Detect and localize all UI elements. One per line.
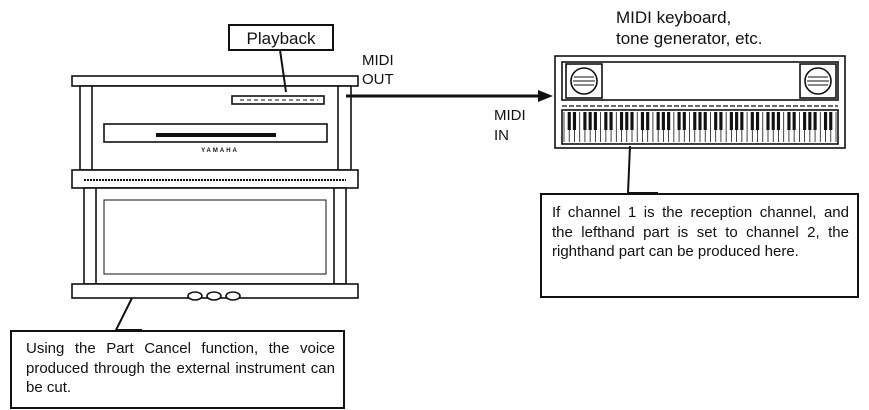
playback-pointer-line [279,49,287,93]
black-key [803,112,807,130]
channel-callout-box: If channel 1 is the reception channel, a… [540,193,859,298]
black-key [766,112,770,130]
piano-brand-label: YAMAHA [201,148,239,154]
black-key [735,112,739,130]
midi-in-label-line2: IN [494,127,509,144]
black-key [829,112,833,130]
black-key [640,112,645,130]
black-key [588,112,592,130]
black-key [693,112,697,130]
black-key [609,112,613,130]
black-key [787,112,791,130]
channel-callout-text: If channel 1 is the reception channel, a… [552,204,849,260]
black-key [823,112,828,130]
midi-in-label-line1: MIDI [494,107,526,124]
keyboard-title-line1: MIDI keyboard, [616,8,732,27]
black-key [646,112,650,130]
black-key [677,112,681,130]
black-key [667,112,671,130]
black-key [567,112,571,130]
upright-piano [71,75,359,301]
keyboard-title-line2: tone generator, etc. [616,29,763,48]
black-key [682,112,686,130]
black-key [729,112,733,130]
part-cancel-callout-leader [114,297,142,331]
black-key [750,112,754,130]
black-key [771,112,775,130]
black-key [656,112,660,130]
black-key [808,112,812,130]
midi-out-label-line1: MIDI [362,52,394,69]
playback-label-box: Playback [228,24,334,51]
black-key [625,112,629,130]
midi-out-label-line2: OUT [362,71,394,88]
black-key [740,112,744,130]
black-key [619,112,624,130]
black-key [630,112,634,130]
black-key [813,112,817,130]
arrow-head-icon [538,90,553,102]
keyboard-keys [563,112,837,142]
black-key [792,112,796,130]
black-key [698,112,702,130]
black-key [661,112,665,130]
part-cancel-callout-box: Using the Part Cancel function, the voic… [10,330,345,409]
black-key [604,112,608,130]
black-key [572,112,577,130]
playback-label: Playback [246,29,316,48]
black-key [714,112,718,130]
black-key [776,112,781,130]
black-key [583,112,587,130]
part-cancel-callout-text: Using the Part Cancel function, the voic… [26,340,335,396]
black-key [755,112,760,130]
black-key [703,112,707,130]
black-key [593,112,597,130]
black-key [719,112,723,130]
channel-callout-leader [626,145,658,194]
